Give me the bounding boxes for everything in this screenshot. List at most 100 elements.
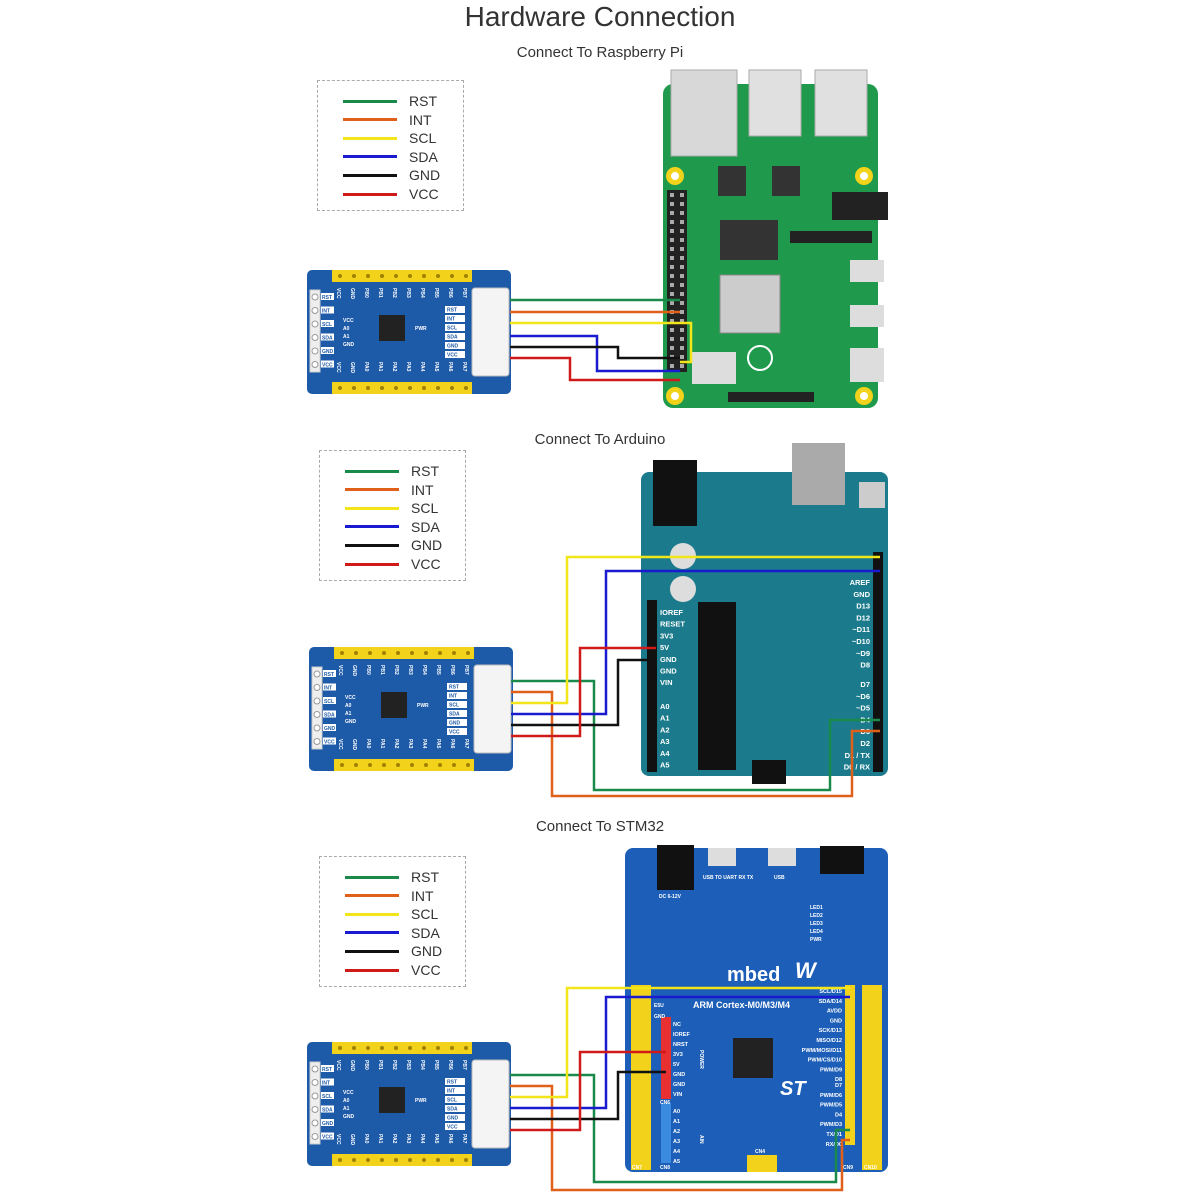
gpio-pin: [680, 211, 684, 215]
conn-pin-label: SCL: [447, 326, 457, 332]
bottom-header: [334, 759, 474, 771]
arduino-right-pin-label: D13: [856, 602, 870, 611]
conn-pin-label: INT: [447, 317, 455, 323]
gpio-pin: [680, 256, 684, 260]
top-header: [334, 647, 474, 659]
side-header: [309, 289, 321, 373]
pin-label-bottom: PA0: [365, 739, 371, 749]
gpio-pin: [680, 355, 684, 359]
legend-swatch: [343, 173, 397, 177]
header-pin: [450, 274, 454, 278]
side-pin-box: [321, 320, 334, 327]
arduino-board: IOREFRESET3V35VGNDGNDVINA0A1A2A3A4A5AREF…: [641, 443, 888, 784]
side-pin: [311, 1079, 319, 1086]
side-pin-label: SCL: [322, 1094, 332, 1100]
side-pin-box: [323, 683, 336, 691]
header-pin: [452, 763, 456, 767]
power-pin-label: 5V: [673, 1062, 680, 1068]
legend-item-gnd: GND: [345, 942, 442, 960]
gpio-pin: [670, 274, 674, 278]
header-pin: [422, 274, 426, 278]
arduino-left-pin-label: IOREF: [660, 608, 683, 617]
side-pin-box: [321, 306, 334, 314]
side-pin-label: VCC: [322, 1135, 333, 1141]
side-pin-label: GND: [324, 726, 336, 732]
power-pin-label: NC: [673, 1022, 681, 1028]
side-pin: [311, 1092, 319, 1100]
pin-label-bottom: PA2: [393, 739, 399, 749]
stm32-right-pin-label: PWM/MOSI/D11: [802, 1048, 842, 1054]
conn-label-box: [445, 333, 465, 340]
section-title-arduino: Connect To Arduino: [534, 431, 666, 448]
pin-label-bottom: VCC: [335, 1134, 341, 1145]
sensor-module-arduino: VCCVCCGNDGNDPB0PA0PB1PA1PB2PA2PB3PA3PB4P…: [309, 647, 513, 771]
addr-label: A1: [343, 334, 350, 340]
conn-pin-label: VCC: [447, 353, 458, 359]
legend-label: GND: [409, 167, 441, 184]
legend-item-int: INT: [345, 887, 434, 905]
arduino-left-pin-label: A4: [660, 749, 670, 758]
gpio-pin: [670, 319, 674, 323]
legend-label: SDA: [411, 924, 440, 941]
arduino-right-pin-label: ~D9: [856, 649, 870, 658]
conn-label-box: [445, 1123, 465, 1130]
header-pin: [436, 274, 440, 278]
left-header: [647, 600, 657, 772]
side-pin: [313, 711, 321, 718]
pin-label-bottom: PA4: [419, 1134, 425, 1144]
addr-label: VCC: [343, 1090, 354, 1096]
gpio-pin: [680, 310, 684, 314]
gpio-pin: [680, 328, 684, 332]
top-header: [332, 1042, 472, 1054]
arduino-right-pin-label: ~D11: [852, 625, 870, 634]
cn10-label: CN10: [864, 1165, 877, 1171]
power-pin-label: NRST: [673, 1042, 689, 1048]
arduino-left-pin-label: A5: [660, 761, 670, 770]
legend-label: RST: [409, 93, 437, 109]
gpio-pin: [680, 265, 684, 269]
usb-label: USB: [774, 875, 785, 881]
gpio-pin: [670, 229, 674, 233]
header-pin: [366, 1046, 370, 1050]
dc-jack-icon: [657, 845, 694, 890]
legend-swatch: [345, 968, 399, 972]
arduino-left-pin-label: 3V3: [660, 631, 673, 640]
wire-scl: [510, 986, 850, 1099]
legend-label: GND: [411, 943, 443, 960]
legend-label: SCL: [409, 130, 437, 147]
conn-pin-label: SDA: [447, 1107, 458, 1113]
header-pin: [380, 386, 384, 390]
legend-label: VCC: [411, 962, 441, 978]
gpio-pin: [680, 274, 684, 278]
atmega-chip-icon: [698, 602, 736, 770]
pin-label-top: PB1: [379, 665, 385, 675]
conn-label-box: [447, 683, 467, 690]
stm32-right-pin-label: SDA/D14: [819, 999, 843, 1005]
side-header: [309, 1061, 321, 1145]
side-pin-box: [321, 333, 334, 341]
header-pin: [422, 1046, 426, 1050]
legend-swatch: [345, 562, 399, 566]
st-logo-icon: ST: [780, 1078, 807, 1100]
side-pin-box: [321, 1119, 334, 1126]
gpio-pin: [670, 346, 674, 350]
legend-item-rst: RST: [345, 868, 439, 886]
pin-label-top: PB4: [421, 665, 427, 675]
stm32-right-pin-label: PWM/CS/D10: [808, 1058, 842, 1064]
legend-swatch: [345, 875, 399, 879]
conn-pin-label: INT: [449, 694, 457, 700]
gpio-pin: [680, 364, 684, 368]
legend-swatch: [343, 99, 397, 103]
gpio-pin: [670, 337, 674, 341]
pin-label-top: PB2: [391, 1060, 397, 1070]
cn4-label: CN4: [755, 1149, 765, 1155]
sensor-chip-icon: [379, 315, 405, 341]
pin-label-bottom: PA4: [419, 362, 425, 372]
pin-label-top: PB1: [377, 1060, 383, 1070]
pin-label-bottom: GND: [349, 1134, 355, 1146]
side-pin: [311, 1106, 319, 1113]
wire-scl: [510, 321, 693, 364]
addr-label: VCC: [345, 695, 356, 701]
pin-label-top: PB3: [405, 1060, 411, 1070]
